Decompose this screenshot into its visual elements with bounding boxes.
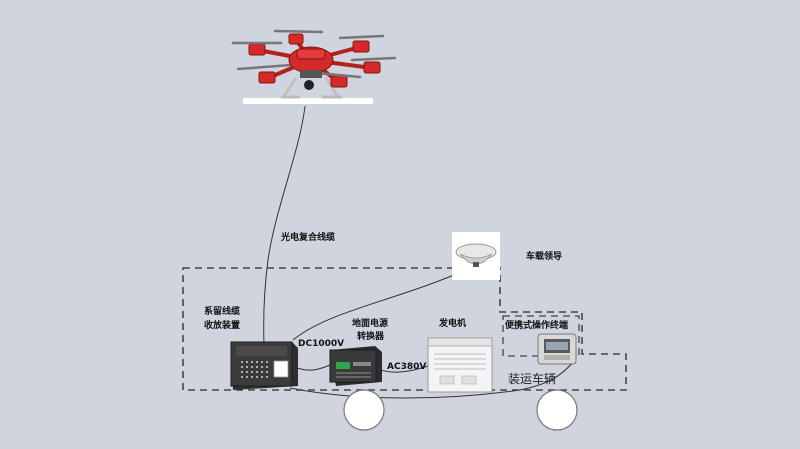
landing-platform: [243, 98, 373, 104]
tether-winch: [230, 341, 298, 390]
ac-voltage-label: AC380V: [387, 362, 427, 372]
ground-power-converter: [329, 346, 382, 386]
cable-label: 光电复合线缆: [281, 233, 336, 243]
antenna-label: 车载领导: [526, 252, 563, 262]
front-wheel: [343, 389, 385, 431]
vehicle-outline: [182, 267, 627, 391]
generator: [427, 337, 493, 393]
vehicle-label: 装运车辆: [508, 372, 557, 386]
cables: [263, 105, 576, 399]
generator-label: 发电机: [439, 319, 467, 329]
winch-label-line2: 收放装置: [204, 321, 241, 331]
rear-wheel: [536, 389, 578, 431]
converter-label-line2: 转换器: [357, 332, 385, 342]
converter-label-line1: 地面电源: [352, 319, 389, 329]
portable-terminal: [537, 333, 577, 365]
dc-voltage-label: DC1000V: [298, 339, 345, 349]
terminal-cable: [289, 359, 576, 399]
terminal-label: 便携式操作终端: [505, 321, 569, 331]
dc-cable: [296, 364, 331, 371]
ac-cable: [379, 365, 429, 373]
vehicle-antenna: [452, 232, 500, 280]
drone: [231, 29, 397, 104]
winch-label-line1: 系留线缆: [204, 307, 241, 317]
antenna-cable: [292, 267, 471, 341]
tether-cable: [263, 105, 306, 346]
